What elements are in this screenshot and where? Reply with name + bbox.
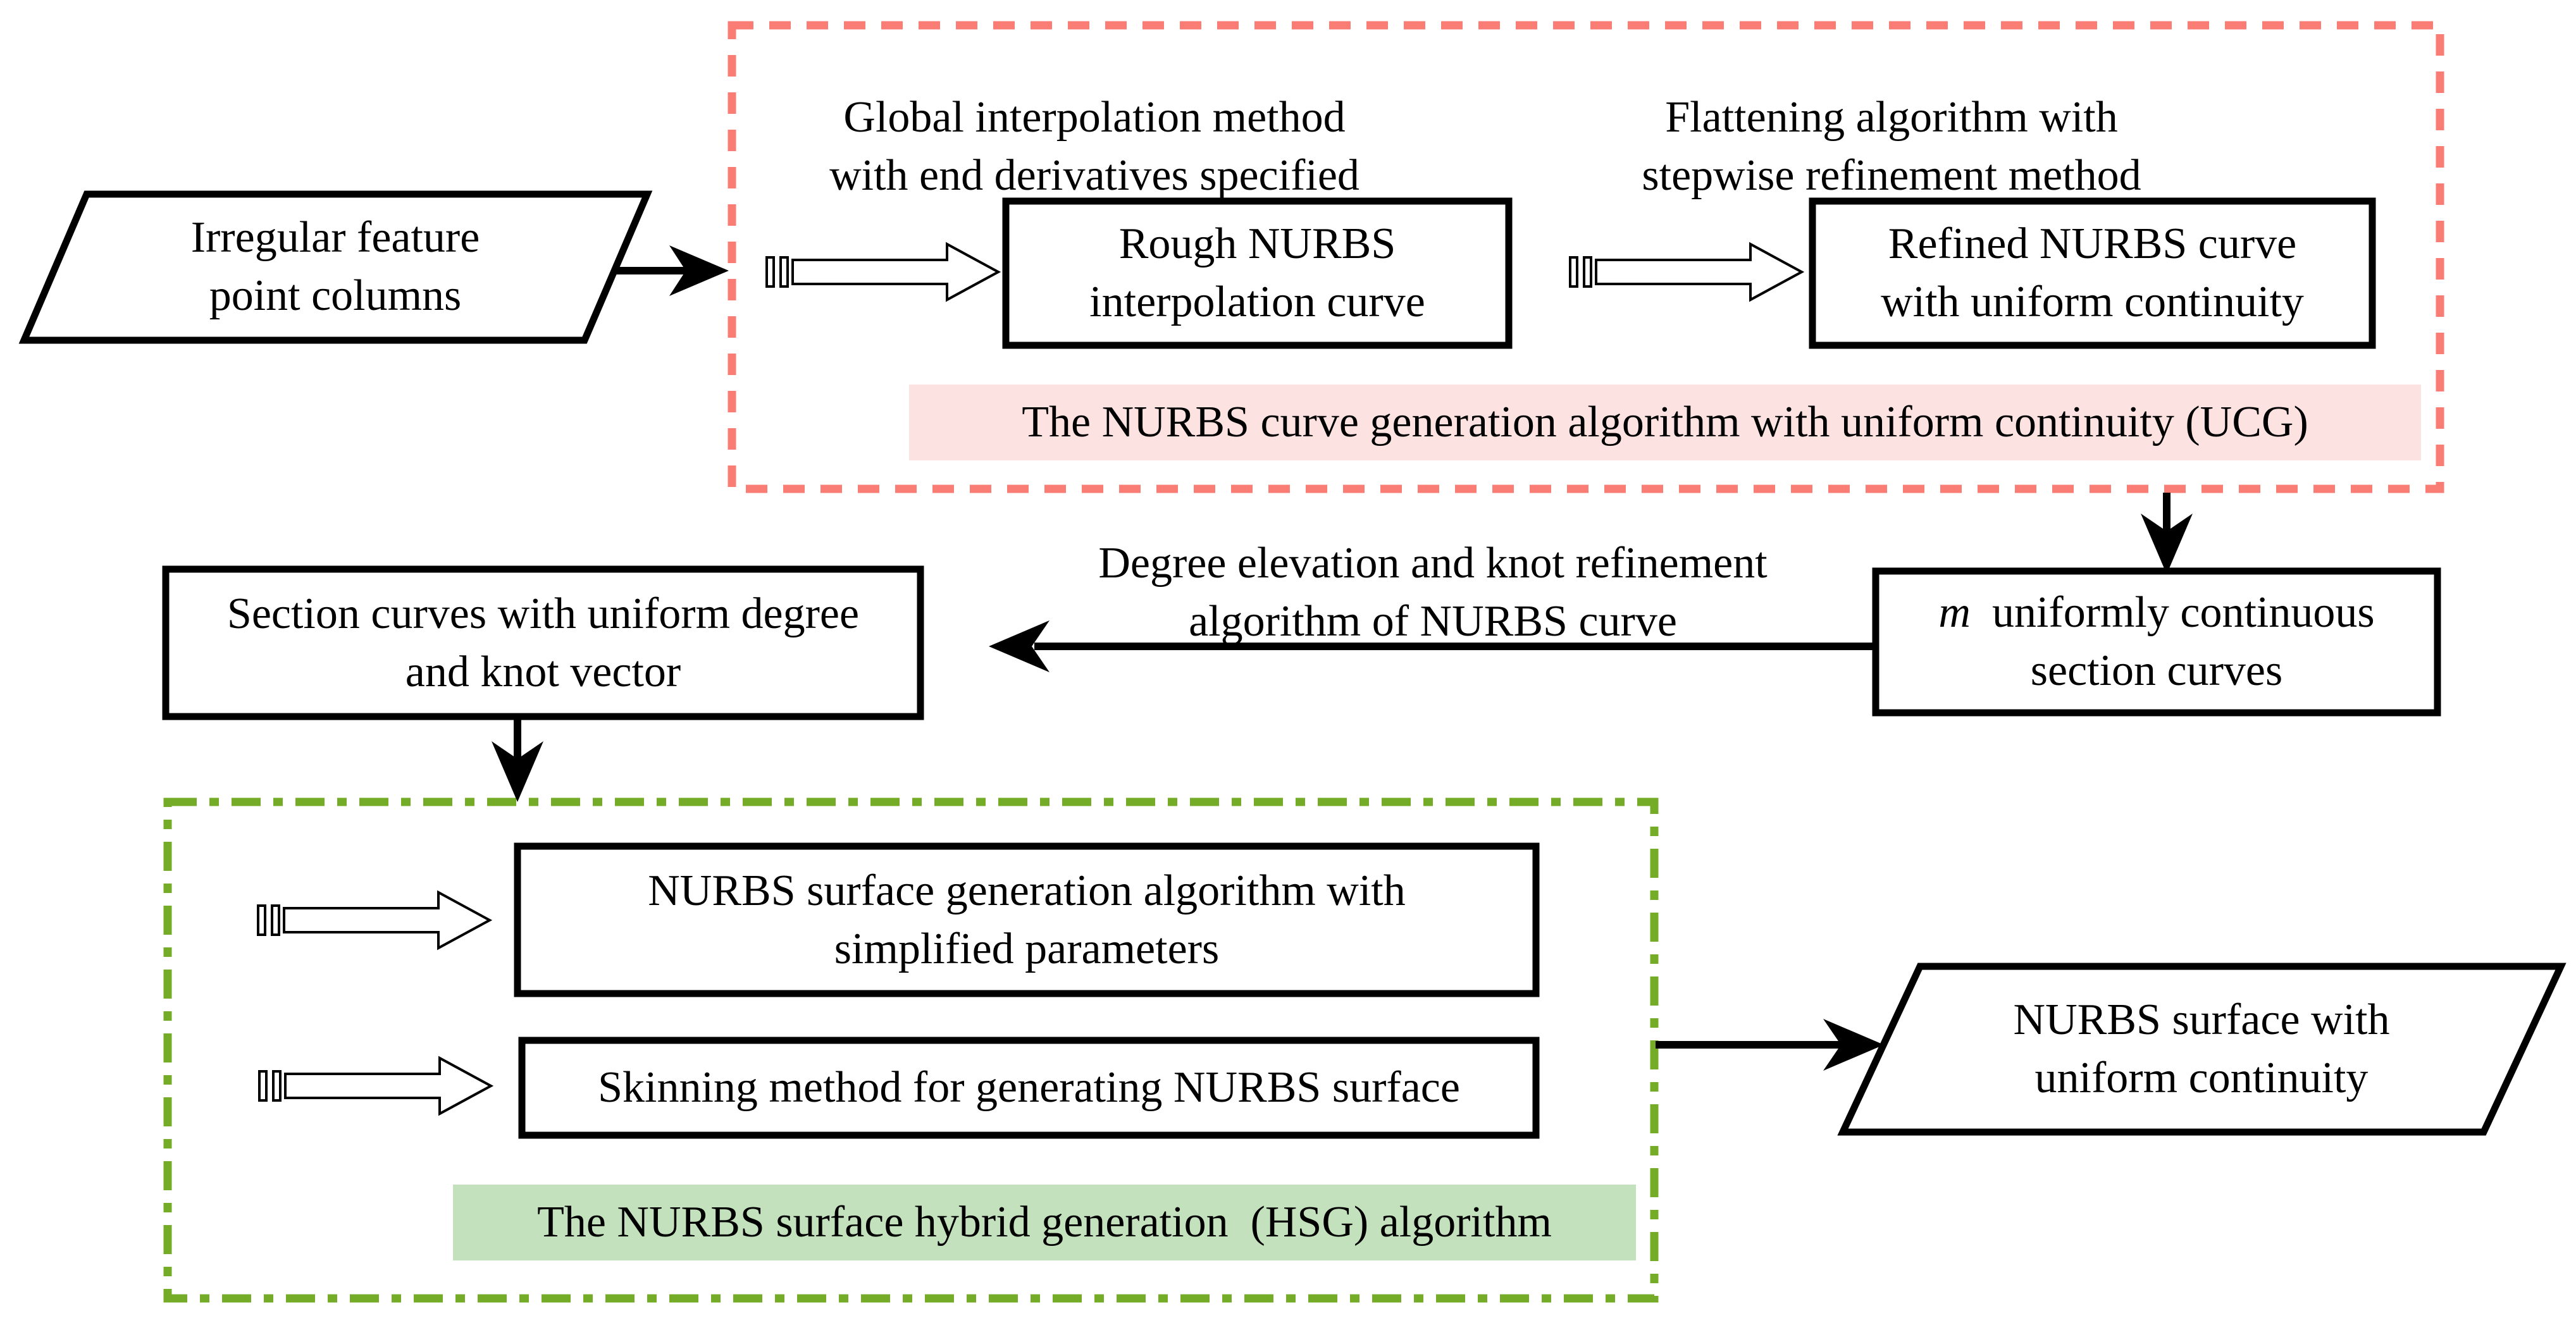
input-parallelogram-shape [18, 190, 653, 344]
ucg-dashed-border [728, 21, 2444, 493]
arrow-ucg-to-mbox-head [2141, 514, 2193, 574]
m-box-line1: m uniformly continuous [1938, 584, 2374, 642]
arrow-mbox-to-section-head [989, 620, 1050, 672]
skinning-box-label: Skinning method for generating NURBS sur… [598, 1063, 1460, 1112]
output-parallelogram-label: NURBS surface with uniform continuity [2013, 995, 2390, 1102]
input-parallelogram-label: Irregular feature point columns [190, 213, 480, 320]
surface-box-shape [514, 842, 1540, 997]
block-arrow-icon [1569, 242, 1805, 302]
m-box-label: m uniformly continuous section curves [1876, 571, 2437, 713]
surface-box-label: NURBS surface generation algorithm with … [648, 866, 1406, 973]
output-parallelogram-shape [1837, 963, 2567, 1136]
arrow-section-to-hsg-head [492, 741, 543, 802]
block-arrow-icon [257, 890, 493, 951]
ucg-step2-label: Flattening algorithm with stepwise refin… [1642, 93, 2141, 200]
degree-elevation-label: Degree elevation and knot refinement alg… [1098, 539, 1768, 646]
skinning-box-shape [518, 1037, 1540, 1139]
block-arrow-icon [258, 1056, 494, 1116]
rough-box-label: Rough NURBS interpolation curve [1089, 219, 1425, 326]
m-box-line1-rest: uniformly continuous [1991, 588, 2375, 637]
refined-box-label: Refined NURBS curve with uniform continu… [1881, 219, 2304, 326]
refined-box-shape [1809, 197, 2376, 349]
m-variable: m [1938, 588, 1971, 637]
m-box-line2: section curves [2030, 646, 2283, 695]
ucg-caption: The NURBS curve generation algorithm wit… [909, 385, 2421, 460]
hsg-caption: The NURBS surface hybrid generation (HSG… [453, 1185, 1636, 1260]
arrow-input-to-ucg-head [669, 245, 729, 296]
block-arrow-icon [765, 242, 1001, 302]
m-box-shape [1872, 567, 2441, 717]
hsg-dash-dot-border [163, 798, 1659, 1303]
ucg-step1-label: Global interpolation method with end der… [829, 93, 1359, 200]
section-box-shape [162, 565, 924, 720]
arrow-hsg-to-output-head [1823, 1019, 1884, 1071]
rough-box-shape [1002, 197, 1513, 349]
section-box-label: Section curves with uniform degree and k… [226, 589, 860, 696]
